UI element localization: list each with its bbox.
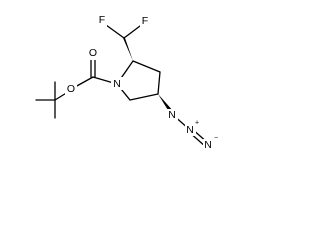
charge-minus: − (214, 135, 218, 142)
structure-diagram: F F N O O N N + N − (35, 14, 218, 151)
atom-o-ester: O (65, 83, 77, 96)
bond-c4-c5 (129, 93, 159, 101)
wedge-bond-c2-chf2 (123, 38, 133, 61)
bond-c2-c3 (132, 60, 161, 73)
atom-n-ring: N (111, 77, 123, 90)
bond-carbonyl-ester-o (74, 76, 94, 88)
bond-chf2-f-left (105, 24, 125, 39)
charge-plus: + (195, 120, 199, 127)
bond-c3-c4 (157, 71, 161, 95)
svg-text:O: O (89, 47, 97, 59)
atom-n-azide-2: N + (185, 120, 199, 136)
svg-text:N: N (168, 109, 176, 121)
svg-text:N: N (186, 124, 194, 136)
bond-chf2-f-right (123, 25, 141, 39)
svg-text:F: F (142, 15, 148, 27)
atom-n-azide-1: N (167, 109, 178, 121)
svg-text:O: O (67, 83, 75, 95)
atom-n-azide-3: N − (203, 135, 218, 151)
atom-o-carbonyl: O (87, 47, 99, 60)
svg-text:N: N (204, 139, 212, 151)
svg-text:F: F (99, 14, 105, 26)
svg-text:N: N (113, 78, 121, 90)
atom-f-left: F (97, 14, 107, 27)
atom-f-right: F (140, 15, 150, 28)
